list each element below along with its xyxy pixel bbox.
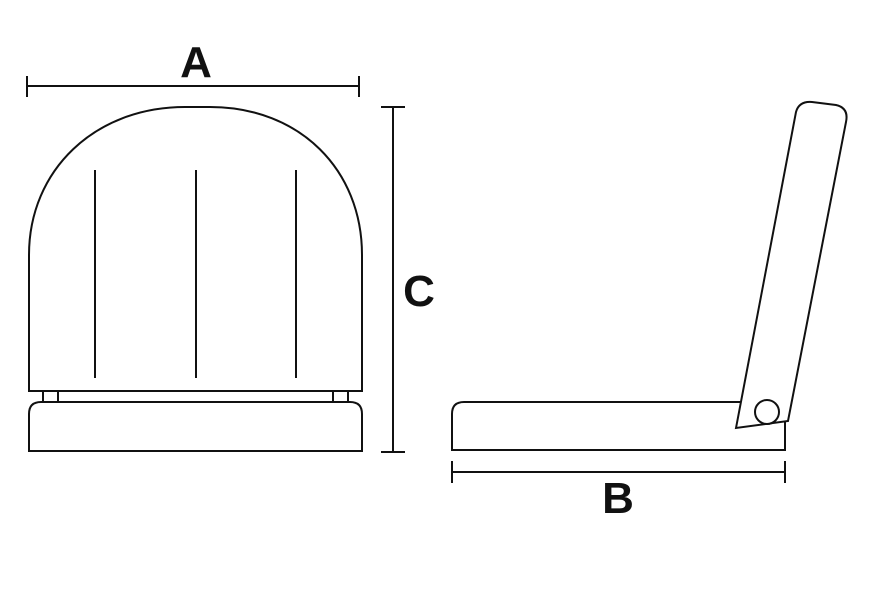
hinge-pivot [754,399,780,425]
dimension-label-c: C [403,267,435,316]
dimension-label-b: B [602,474,634,523]
spacer-strip [42,390,349,403]
seat-cushion-side [451,401,786,451]
dimension-c: C [381,106,435,453]
dimension-label-a: A [180,38,212,87]
dimension-b: B [451,461,786,523]
seat-back-side [734,100,848,430]
seat-base-cushion [28,401,363,452]
dimension-a: A [26,38,360,97]
front-view [28,106,363,452]
side-view [451,100,848,451]
